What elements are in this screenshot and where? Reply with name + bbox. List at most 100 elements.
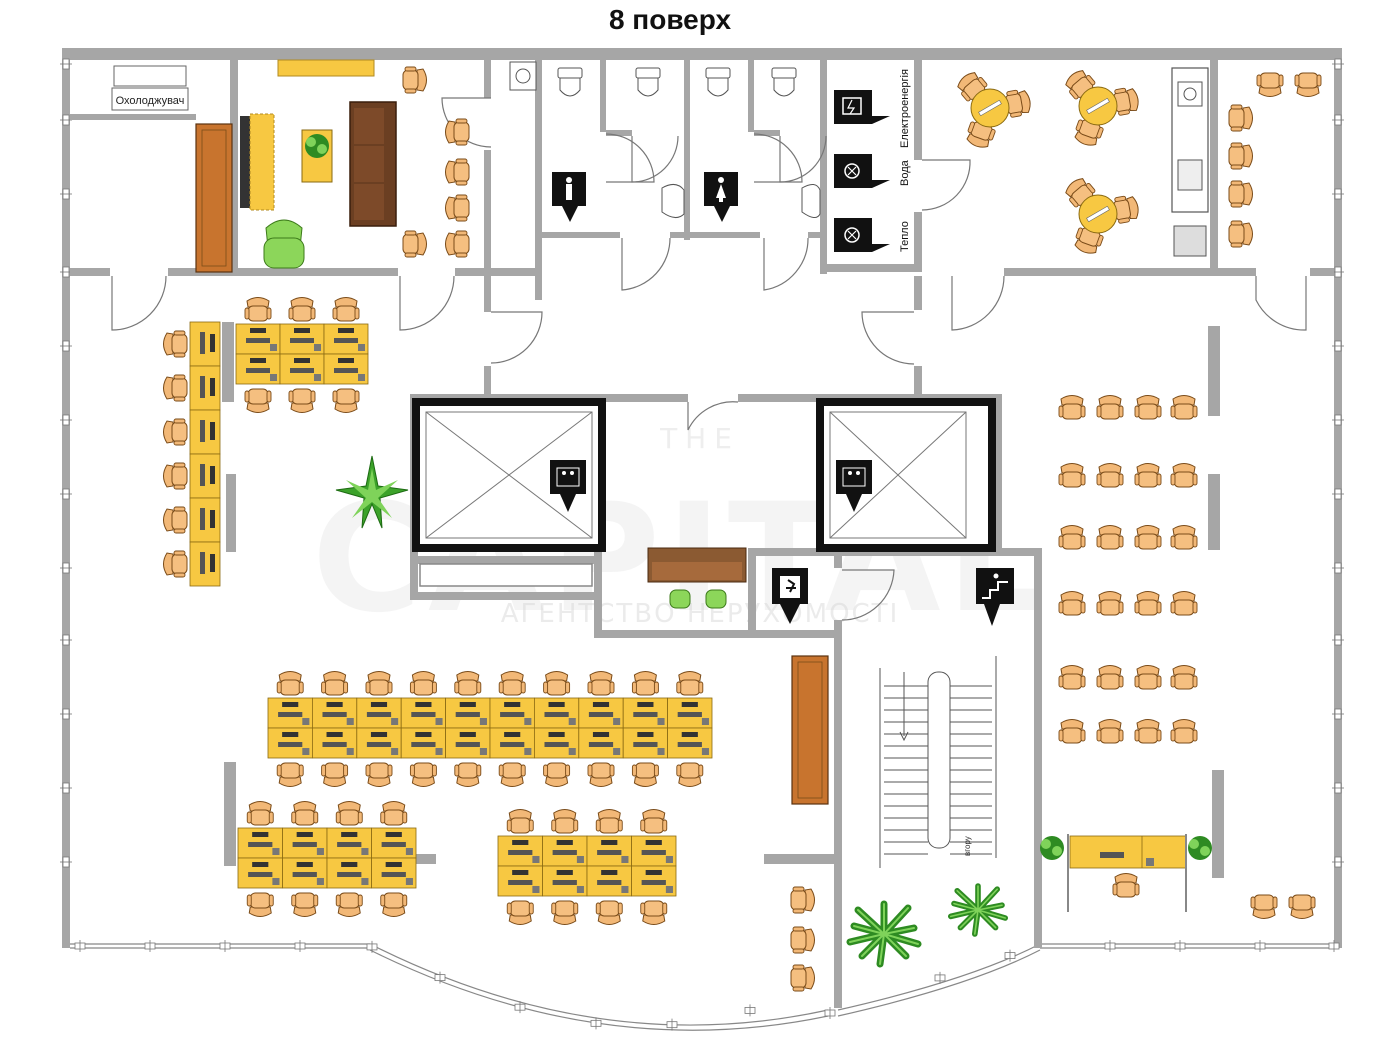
desk (370, 857, 417, 889)
chair (587, 671, 615, 696)
desk (533, 727, 580, 759)
lift-sign-icon (550, 460, 586, 512)
chair (276, 671, 304, 696)
toilet-icon (557, 67, 583, 97)
cafe (954, 67, 1322, 257)
window-mullion (1331, 114, 1345, 126)
chair (640, 900, 668, 925)
male-wc-sign-icon (552, 172, 586, 222)
chair (1134, 591, 1162, 616)
chair (454, 671, 482, 696)
desk (189, 321, 221, 367)
window-mullion (666, 1018, 678, 1032)
desk (400, 727, 447, 759)
window-mullion (294, 939, 306, 953)
chair (1096, 525, 1124, 550)
desk (356, 727, 402, 759)
fridge (1173, 225, 1207, 257)
desk (630, 835, 677, 867)
chair (676, 762, 704, 787)
desk (267, 727, 313, 759)
electricity-meter-icon (834, 90, 890, 124)
chair (1096, 665, 1124, 690)
window-mullion (1331, 340, 1345, 352)
desk (541, 835, 588, 867)
desk (489, 697, 535, 729)
chair (291, 892, 319, 917)
chair (676, 671, 704, 696)
window-mullion (59, 340, 73, 352)
desk (533, 697, 580, 729)
watermark-sub: АГЕНТСТВО НЕРУХОМОСТІ (501, 599, 899, 629)
toilet-icon (635, 67, 661, 97)
chair (163, 418, 188, 446)
sink-icon (801, 184, 821, 218)
chair (163, 330, 188, 358)
desk (237, 857, 284, 889)
chair (551, 900, 579, 925)
chair (380, 801, 408, 826)
window-mullion (1331, 634, 1345, 646)
electricity-label: Електроенергія (899, 69, 911, 148)
chair (1058, 525, 1086, 550)
chair (409, 762, 437, 787)
chair (587, 762, 615, 787)
desk (323, 323, 369, 355)
floor-title: 8 поверх (608, 4, 732, 35)
doors (111, 97, 1307, 621)
desk (189, 541, 221, 587)
window-mullion (590, 1016, 602, 1030)
desk (667, 697, 713, 729)
desk (189, 453, 221, 499)
desk (279, 353, 325, 385)
chair (288, 297, 316, 322)
toilet-icon (771, 67, 797, 97)
window-mullion (59, 562, 73, 574)
desk (326, 857, 373, 889)
desk (189, 365, 221, 411)
chair (365, 762, 393, 787)
desk (497, 835, 544, 867)
desk (323, 353, 369, 385)
desk (235, 323, 281, 355)
chair (506, 809, 534, 834)
south-glazing (70, 943, 1334, 1031)
chair (1096, 395, 1124, 420)
chair (1058, 395, 1086, 420)
water-label: Вода (899, 159, 911, 186)
plant-icon (1040, 836, 1064, 860)
chair (409, 671, 437, 696)
window-mullion (59, 188, 73, 200)
toilet-icon (705, 67, 731, 97)
chair (163, 374, 188, 402)
desk (189, 409, 221, 455)
desk (311, 727, 358, 759)
lift-sign-icon (836, 460, 872, 512)
chair (163, 506, 188, 534)
window-mullion (59, 58, 73, 70)
window-mullion (1331, 856, 1345, 868)
chair (335, 801, 363, 826)
desk (370, 827, 417, 859)
window-mullion (1331, 58, 1345, 70)
window-mullion (1331, 414, 1345, 426)
desk (281, 827, 328, 859)
window-mullion (59, 708, 73, 720)
chair (332, 297, 360, 322)
desk (667, 727, 713, 759)
desk (235, 353, 281, 385)
chair (380, 892, 408, 917)
green-chair (669, 589, 727, 609)
window-mullion (1331, 782, 1345, 794)
window-mullion (1331, 188, 1345, 200)
chair (163, 462, 188, 490)
desk (279, 323, 325, 355)
chair (1170, 525, 1198, 550)
window-mullion (144, 939, 156, 953)
chair (365, 671, 393, 696)
exit-sign-icon (772, 568, 808, 624)
chair (506, 900, 534, 925)
wc-block (509, 61, 821, 222)
chair (244, 388, 272, 413)
